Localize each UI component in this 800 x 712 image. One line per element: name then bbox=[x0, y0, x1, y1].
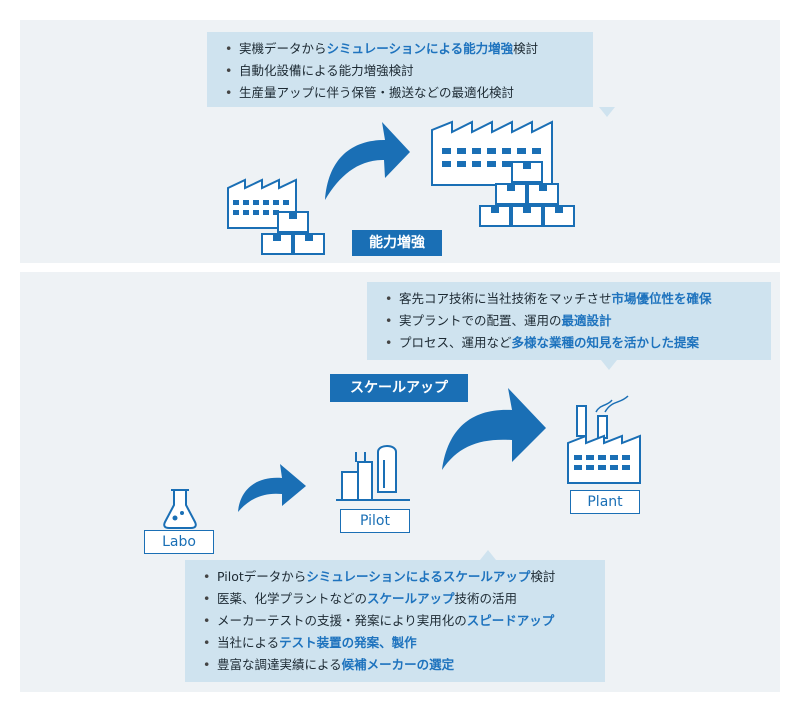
bullet-item: • メーカーテストの支援・発案により実用化のスピードアップ bbox=[203, 610, 605, 632]
callout-tail bbox=[599, 107, 615, 117]
bullet-dot: • bbox=[203, 569, 211, 584]
bullet-dot: • bbox=[225, 85, 233, 100]
plant-bullet-list: • 客先コア技術に当社技術をマッチさせ市場優位性を確保 • 実プラントでの配置、運用の… bbox=[385, 288, 771, 354]
pilot-to-plant-arrow-icon bbox=[442, 388, 546, 470]
bullet-text: 自動化設備による能力増強検討 bbox=[239, 63, 414, 78]
bullet-dot: • bbox=[225, 63, 233, 78]
bullet-text: 技術の活用 bbox=[454, 591, 518, 606]
plant-factory-icon bbox=[567, 395, 641, 484]
bullet-text: プロセス、運用など bbox=[399, 335, 512, 350]
bullet-item: • 豊富な調達実績による候補メーカーの選定 bbox=[203, 654, 605, 676]
bullet-text: 豊富な調達実績による bbox=[217, 657, 342, 672]
labo-to-pilot-arrow-icon bbox=[238, 464, 306, 512]
emphasis-text: 候補メーカーの選定 bbox=[341, 657, 455, 672]
bullet-text: メーカーテストの支援・発案により実用化の bbox=[217, 613, 467, 628]
labo-label: Labo bbox=[144, 530, 214, 554]
scale-up-callout: • Pilotデータからシミュレーションによるスケールアップ検討 • 医薬、化学プラン… bbox=[185, 550, 605, 682]
bullet-dot: • bbox=[225, 41, 233, 56]
bullet-text: 実プラントでの配置、運用の bbox=[399, 313, 562, 328]
emphasis-text: 最適設計 bbox=[561, 313, 612, 328]
bullet-item: • 当社によるテスト装置の発案、製作 bbox=[203, 632, 605, 654]
capacity-callout: • 実機データからシミュレーションによる能力増強検討 • 自動化設備による能力増強検討… bbox=[207, 32, 615, 117]
bullet-text: Pilotデータから bbox=[217, 569, 307, 584]
plant-label: Plant bbox=[570, 490, 640, 514]
capacity-badge: 能力増強 bbox=[352, 230, 442, 256]
bullet-dot: • bbox=[203, 591, 211, 606]
bullet-dot: • bbox=[385, 313, 393, 328]
bullet-dot: • bbox=[385, 291, 393, 306]
bullet-item: • 医薬、化学プラントなどのスケールアップ技術の活用 bbox=[203, 588, 605, 610]
bullet-dot: • bbox=[203, 635, 211, 650]
bullet-dot: • bbox=[203, 613, 211, 628]
bullet-item: • 自動化設備による能力増強検討 bbox=[225, 60, 593, 82]
scale-up-bullet-list: • Pilotデータからシミュレーションによるスケールアップ検討 • 医薬、化学プラン… bbox=[203, 566, 605, 676]
pilot-label: Pilot bbox=[340, 509, 410, 533]
bullet-item: • 実機データからシミュレーションによる能力増強検討 bbox=[225, 38, 593, 60]
capacity-bullet-list: • 実機データからシミュレーションによる能力増強検討 • 自動化設備による能力増強検討… bbox=[225, 38, 593, 104]
bullet-item: • 実プラントでの配置、運用の最適設計 bbox=[385, 310, 771, 332]
bullet-item: • 生産量アップに伴う保管・搬送などの最適化検討 bbox=[225, 82, 593, 104]
bullet-text: 医薬、化学プラントなどの bbox=[217, 591, 368, 606]
pilot-plant-icon bbox=[336, 445, 410, 501]
bullet-text: 検討 bbox=[530, 569, 556, 584]
scale-up-badge: スケールアップ bbox=[330, 374, 468, 402]
callout-tail bbox=[480, 550, 496, 560]
emphasis-text: テスト装置の発案、製作 bbox=[279, 635, 417, 650]
bullet-item: • Pilotデータからシミュレーションによるスケールアップ検討 bbox=[203, 566, 605, 588]
emphasis-text: 市場優位性を確保 bbox=[611, 291, 712, 306]
callout-tail bbox=[601, 360, 617, 370]
bullet-dot: • bbox=[385, 335, 393, 350]
bullet-item: • プロセス、運用など多様な業種の知見を活かした提案 bbox=[385, 332, 771, 354]
bullet-text: 実機データから bbox=[239, 41, 327, 56]
bullet-item: • 客先コア技術に当社技術をマッチさせ市場優位性を確保 bbox=[385, 288, 771, 310]
bullet-dot: • bbox=[203, 657, 211, 672]
plant-callout: • 客先コア技術に当社技術をマッチさせ市場優位性を確保 • 実プラントでの配置、運用の… bbox=[367, 282, 771, 370]
bullet-text: 検討 bbox=[513, 41, 539, 56]
capacity-arrow-icon bbox=[325, 122, 410, 200]
flask-icon bbox=[163, 489, 197, 529]
bullet-text: 生産量アップに伴う保管・搬送などの最適化検討 bbox=[239, 85, 515, 100]
bullet-text: 当社による bbox=[217, 635, 280, 650]
bullet-text: 客先コア技術に当社技術をマッチさせ bbox=[399, 291, 612, 306]
emphasis-text: スケールアップ bbox=[367, 591, 455, 606]
emphasis-text: シミュレーションによる能力増強 bbox=[326, 41, 514, 56]
emphasis-text: シミュレーションによるスケールアップ bbox=[306, 569, 531, 584]
emphasis-text: 多様な業種の知見を活かした提案 bbox=[511, 335, 700, 350]
emphasis-text: スピードアップ bbox=[466, 613, 555, 628]
